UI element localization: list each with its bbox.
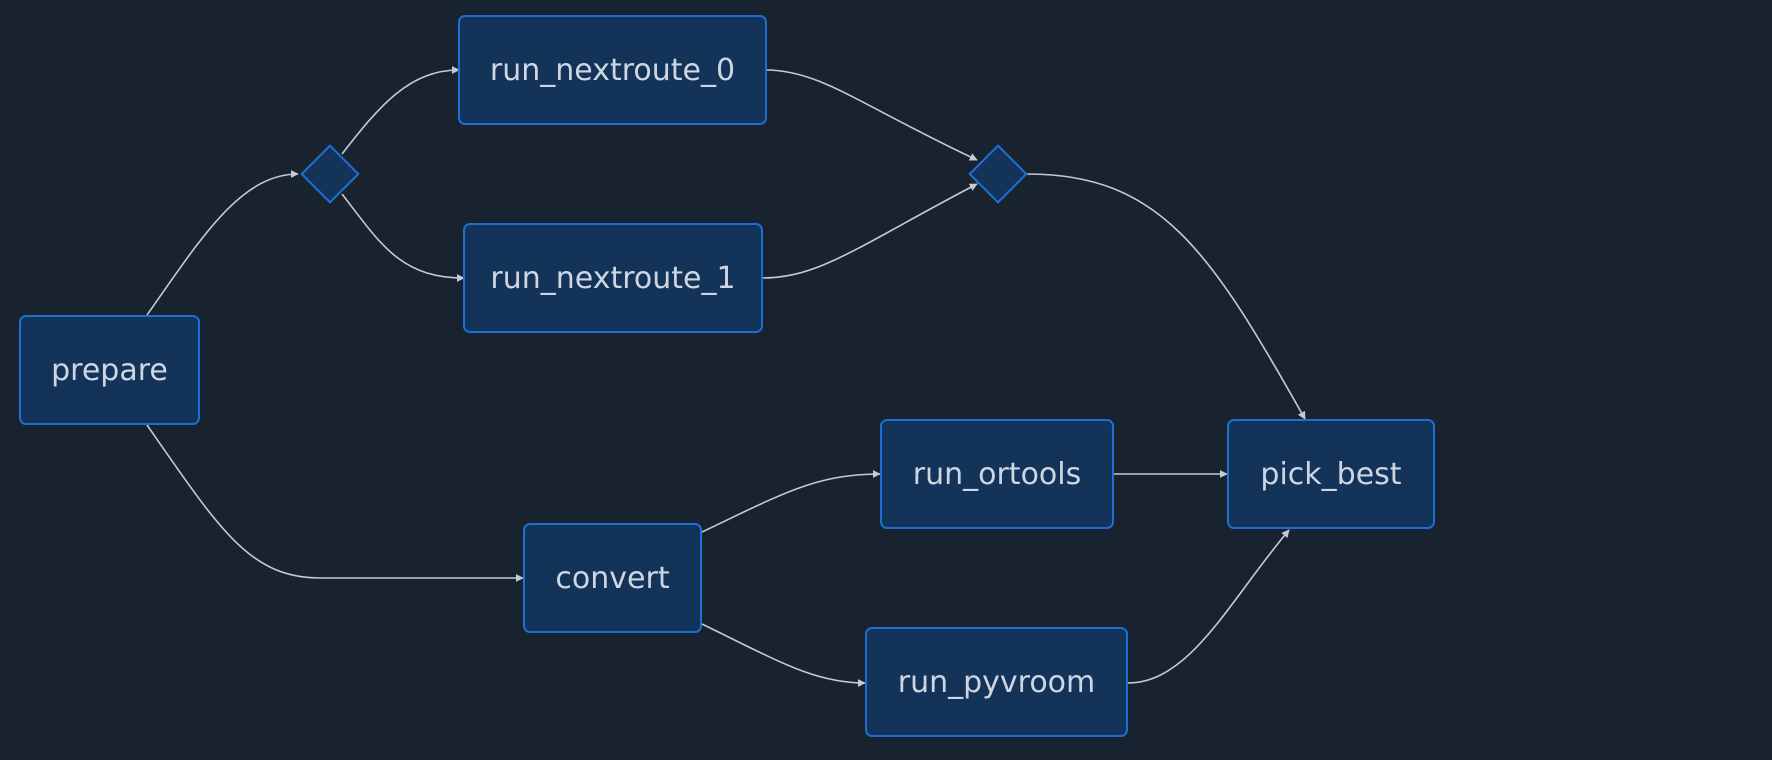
node-run-nextroute-0[interactable]: run_nextroute_0: [458, 15, 767, 125]
node-run-pyvroom[interactable]: run_pyvroom: [865, 627, 1128, 737]
edge-convert-to-run-ortools: [701, 470, 881, 533]
node-pick-best[interactable]: pick_best: [1227, 419, 1435, 529]
edge-run-pyvroom-to-pick-best: [1127, 529, 1290, 684]
edge-prepare-to-convert: [146, 424, 524, 582]
edge-fork-to-run-nextroute-1: [341, 193, 465, 282]
edge-prepare-to-fork: [146, 170, 299, 316]
node-run-nextroute-1[interactable]: run_nextroute_1: [463, 223, 763, 333]
edge-convert-to-run-pyvroom: [701, 623, 866, 687]
node-convert[interactable]: convert: [523, 523, 702, 633]
edge-fork-to-run-nextroute-0: [341, 66, 460, 155]
edge-run-nextroute-1-to-join: [761, 183, 978, 279]
edge-join-to-pick-best: [1026, 173, 1306, 420]
node-prepare[interactable]: prepare: [19, 315, 200, 425]
node-run-ortools[interactable]: run_ortools: [880, 419, 1114, 529]
edge-run-nextroute-0-to-join: [765, 69, 978, 161]
